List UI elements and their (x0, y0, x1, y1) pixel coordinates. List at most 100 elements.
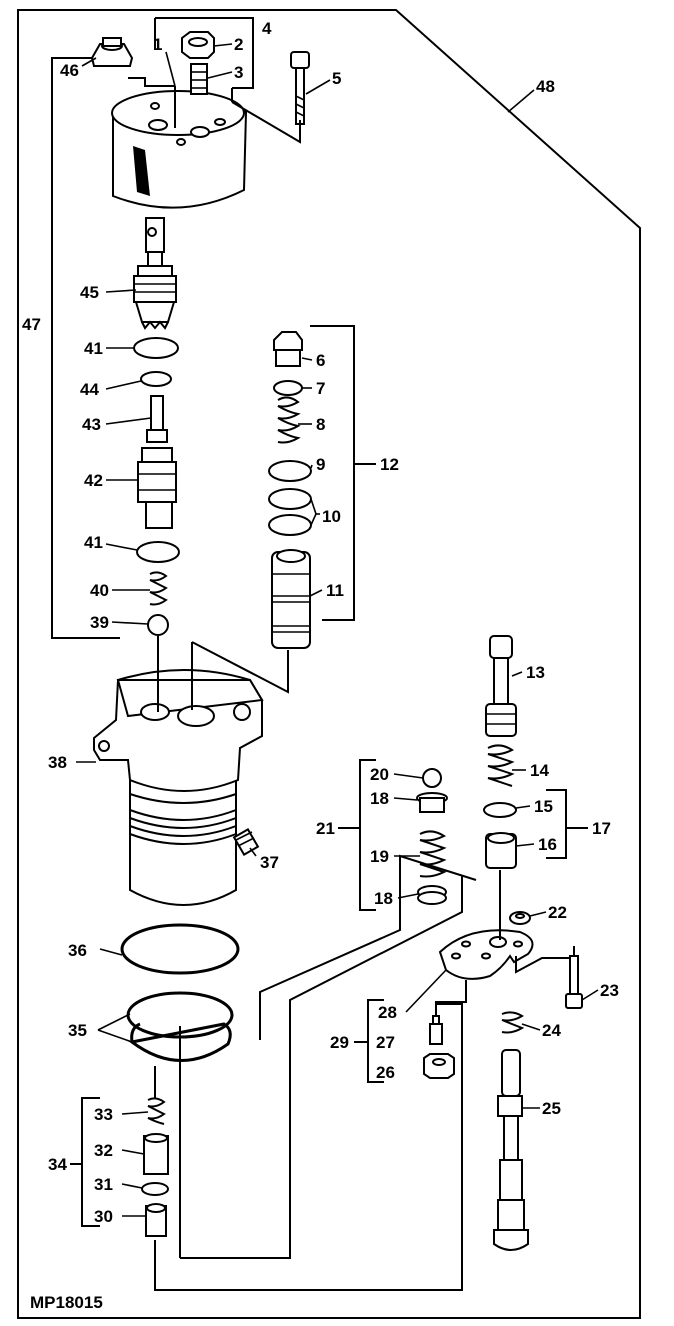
callout-13: 13 (526, 663, 545, 682)
o-ring-part-10-upper (268, 488, 312, 510)
o-ring-part-10-lower (268, 514, 312, 536)
spring-part-14 (487, 744, 515, 787)
callout-45: 45 (80, 283, 99, 302)
callout-19: 19 (370, 847, 389, 866)
callout-18-upper: 18 (370, 789, 389, 808)
o-ring-part-36 (120, 923, 240, 975)
backup-ring-part-35-lower (128, 1022, 232, 1062)
callout-16: 16 (538, 835, 557, 854)
bracket-21 (359, 759, 376, 911)
callout-29: 29 (330, 1033, 349, 1052)
leader-lines (76, 43, 599, 1217)
callout-4: 4 (262, 19, 272, 38)
o-ring-part-31 (141, 1182, 169, 1196)
callout-1: 1 (153, 35, 162, 54)
callout-20: 20 (370, 765, 389, 784)
seat-part-18-upper (416, 792, 448, 813)
fitting-part-37 (232, 827, 260, 857)
callout-12: 12 (380, 455, 399, 474)
callout-labels: 1 2 3 4 5 46 48 45 47 41 44 43 42 41 40 … (22, 19, 619, 1226)
callout-44: 44 (80, 380, 99, 399)
o-ring-part-41-lower (136, 541, 180, 563)
callout-46: 46 (60, 61, 79, 80)
callout-26: 26 (376, 1063, 395, 1082)
callout-31: 31 (94, 1175, 113, 1194)
callout-33: 33 (94, 1105, 113, 1124)
callout-18-lower: 18 (374, 889, 393, 908)
callout-41-upper: 41 (84, 339, 103, 358)
callout-32: 32 (94, 1141, 113, 1160)
fitting-part-3 (190, 63, 208, 95)
callout-6: 6 (316, 351, 325, 370)
o-ring-part-44 (140, 371, 172, 387)
ball-part-20 (422, 768, 442, 788)
pin-part-43 (146, 395, 168, 443)
callout-42: 42 (84, 471, 103, 490)
spool-part-11 (271, 549, 311, 649)
bracket-4 (155, 17, 254, 89)
callout-24: 24 (542, 1021, 561, 1040)
callout-14: 14 (530, 761, 549, 780)
callout-17: 17 (592, 819, 611, 838)
callout-23: 23 (600, 981, 619, 1000)
spring-part-40 (149, 571, 168, 606)
callout-5: 5 (332, 69, 341, 88)
retainer-part-16 (485, 832, 517, 869)
callout-9: 9 (316, 455, 325, 474)
plug-part-6 (273, 331, 303, 367)
callout-7: 7 (316, 379, 325, 398)
callout-10: 10 (322, 507, 341, 526)
o-ring-part-7 (273, 380, 303, 396)
callout-28: 28 (378, 1003, 397, 1022)
piston-part-32 (143, 1133, 169, 1175)
figure-id: MP18015 (30, 1293, 103, 1312)
callout-47: 47 (22, 315, 41, 334)
callout-34: 34 (48, 1155, 67, 1174)
seat-part-18-lower (417, 885, 447, 905)
callout-41-lower: 41 (84, 533, 103, 552)
spring-part-24 (501, 1011, 525, 1034)
callout-37: 37 (260, 853, 279, 872)
cap-screw-part-23 (565, 955, 583, 1009)
valve-body-part-38 (93, 669, 264, 906)
callout-15: 15 (534, 797, 553, 816)
spool-part-25 (493, 1049, 529, 1251)
callout-11: 11 (326, 581, 344, 600)
callout-27: 27 (376, 1033, 395, 1052)
sleeve-part-30 (145, 1203, 167, 1237)
o-ring-part-41-upper (133, 337, 179, 359)
spring-part-19 (419, 830, 447, 878)
spring-part-33 (147, 1097, 166, 1125)
nut-part-22 (509, 911, 531, 925)
callout-38: 38 (48, 753, 67, 772)
seat-part-42 (137, 447, 177, 529)
callout-30: 30 (94, 1207, 113, 1226)
figure-border (17, 9, 641, 1319)
cap-part-46 (90, 37, 134, 67)
callout-3: 3 (234, 63, 243, 82)
nut-part-26 (423, 1053, 455, 1079)
o-ring-part-9 (268, 460, 312, 482)
callout-8: 8 (316, 415, 325, 434)
callout-40: 40 (90, 581, 109, 600)
pilot-valve-part-45 (133, 217, 177, 330)
callout-48: 48 (536, 77, 555, 96)
callout-22: 22 (548, 903, 567, 922)
cap-screw-part-5 (290, 51, 310, 125)
valve-cover-part-1 (111, 90, 248, 209)
spring-part-8 (277, 396, 301, 444)
callout-35: 35 (68, 1021, 87, 1040)
spool-part-13 (485, 635, 517, 737)
callout-36: 36 (68, 941, 87, 960)
callout-2: 2 (234, 35, 243, 54)
callout-43: 43 (82, 415, 101, 434)
bracket-34 (81, 1097, 100, 1227)
callout-25: 25 (542, 1099, 561, 1118)
bracket-47 (51, 57, 120, 639)
callout-39: 39 (90, 613, 109, 632)
bracket-12 (310, 325, 355, 621)
callout-21: 21 (316, 819, 335, 838)
fitting-part-27 (429, 1015, 443, 1045)
bracket-17 (546, 789, 567, 859)
